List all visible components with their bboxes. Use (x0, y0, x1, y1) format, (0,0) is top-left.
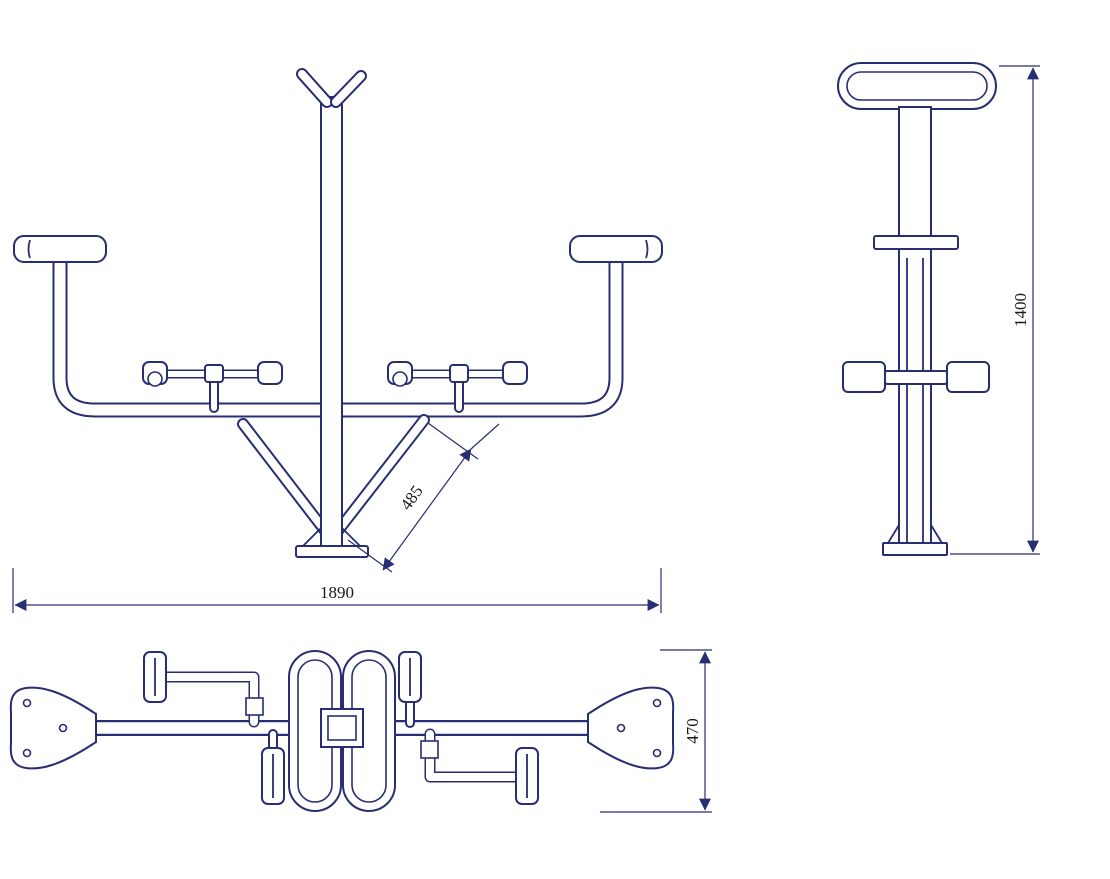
right-saddle-rivet-2 (652, 748, 662, 758)
top-left-crank-clamp (245, 697, 264, 716)
side-right-pedal (946, 361, 990, 393)
handlebar-loop-inner (846, 71, 988, 101)
dim-485-ext-upper (427, 422, 479, 460)
dim-1890-label: 1890 (320, 583, 354, 602)
dimension-1400: 1400 (950, 65, 1040, 555)
top-left-crank-tube (160, 671, 260, 728)
right-pedal-pivot (392, 371, 408, 387)
center-hub-inner (327, 715, 357, 741)
right-arm-tube (332, 254, 624, 418)
left-saddle-rivet-2 (22, 748, 32, 758)
right-saddle-rivet-1 (652, 698, 662, 708)
front-view: 1890 485 (12, 68, 663, 613)
main-post (320, 96, 343, 550)
top-left-saddle (9, 686, 97, 770)
top-left-crank-core (162, 673, 258, 726)
left-arm-tube (52, 254, 340, 418)
left-seat (13, 235, 107, 263)
top-view: 470 (9, 649, 712, 813)
left-hub-block (204, 364, 224, 383)
right-pedal-inner (502, 361, 528, 385)
top-right-crank-clamp (420, 740, 439, 759)
dim-1400-label: 1400 (1011, 293, 1030, 327)
side-pedal-axle (884, 370, 948, 385)
base-gussets (302, 527, 361, 547)
left-pedal-assembly (142, 361, 283, 387)
y-handle-right-core (332, 72, 365, 106)
right-seat-detail (645, 239, 649, 259)
right-arm-tube-core (334, 256, 622, 416)
left-seat-detail (27, 239, 31, 259)
side-base-plate (882, 542, 948, 556)
dim-485-line-extension (470, 423, 500, 450)
right-pedal-assembly (387, 361, 528, 387)
dim-485-label: 485 (396, 482, 426, 514)
dim-470-label: 470 (683, 718, 702, 744)
right-hub-block (449, 364, 469, 383)
right-saddle-rivet-3 (616, 723, 626, 733)
side-post-inner-tube (906, 258, 924, 545)
left-brace-core (239, 420, 330, 536)
side-seat-bracket (873, 235, 959, 250)
left-saddle-rivet-3 (58, 723, 68, 733)
right-brace-core (333, 416, 428, 536)
side-view: 1400 (837, 62, 1040, 556)
dimension-470: 470 (600, 649, 712, 813)
top-right-crank-core (426, 730, 520, 781)
top-right-saddle (587, 686, 675, 770)
y-handle-left-core (298, 70, 331, 106)
side-base-gussets (887, 524, 943, 544)
dim-485-line (382, 448, 472, 571)
left-pedal-inner (257, 361, 283, 385)
side-left-pedal (842, 361, 886, 393)
left-arm-tube-core (54, 256, 338, 416)
top-right-crank-tube (424, 728, 522, 783)
side-post (898, 106, 932, 548)
base-plate (295, 545, 369, 558)
right-seat (569, 235, 663, 263)
dimension-1890: 1890 (12, 568, 662, 613)
left-saddle-rivet-1 (22, 698, 32, 708)
left-pedal-pivot (147, 371, 163, 387)
